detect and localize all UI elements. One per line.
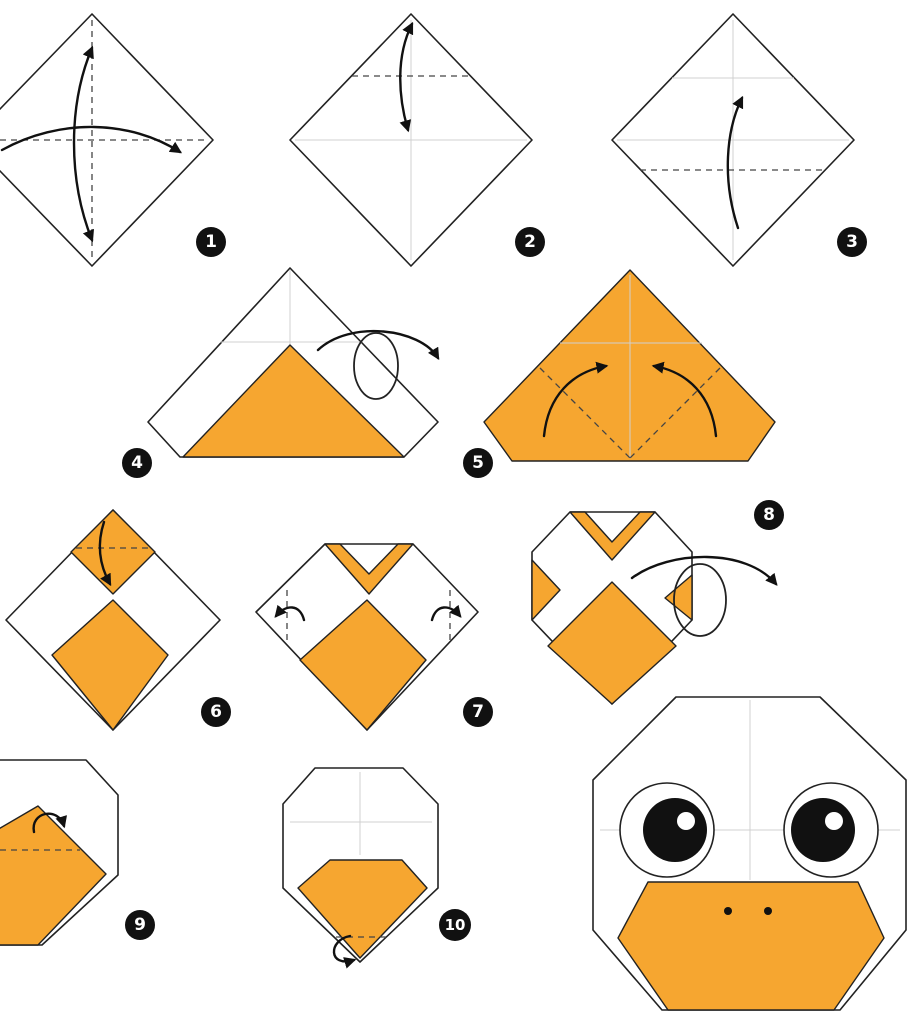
duck-beak: [618, 882, 884, 1010]
final-duck-face: [593, 697, 906, 1010]
step-8: [532, 512, 776, 704]
svg-text:5: 5: [472, 453, 484, 473]
step-7: 7: [256, 544, 493, 730]
svg-text:1: 1: [205, 232, 217, 252]
step-2: 2: [290, 14, 545, 266]
svg-text:9: 9: [134, 915, 146, 935]
svg-text:8: 8: [763, 505, 775, 525]
step-badge-8: 8: [754, 500, 784, 530]
step-badge-6: 6: [201, 697, 231, 727]
step-4: 4: [122, 268, 438, 478]
svg-text:10: 10: [445, 916, 466, 934]
step-10: 10: [283, 768, 471, 962]
step-1: 1: [0, 14, 226, 266]
step-badge-4: 4: [122, 448, 152, 478]
nostril-right: [764, 907, 772, 915]
svg-text:3: 3: [846, 232, 858, 252]
step-badge-10: 10: [439, 909, 471, 941]
nostril-left: [724, 907, 732, 915]
step-6: 6: [6, 510, 231, 730]
orange-beak: [298, 860, 427, 958]
svg-text:4: 4: [131, 453, 143, 473]
step-badge-7: 7: [463, 697, 493, 727]
svg-text:7: 7: [472, 702, 484, 722]
step-badge-9: 9: [125, 910, 155, 940]
svg-text:6: 6: [210, 702, 222, 722]
eye-left: [620, 783, 714, 877]
step-badge-5: 5: [463, 448, 493, 478]
svg-text:2: 2: [524, 232, 536, 252]
step-badge-1: 1: [196, 227, 226, 257]
step-badge-3: 3: [837, 227, 867, 257]
step-3: 3: [612, 14, 867, 266]
step-9: 9: [0, 760, 155, 945]
step-5: 5: [463, 270, 775, 478]
eye-right: [784, 783, 878, 877]
step-badge-2: 2: [515, 227, 545, 257]
